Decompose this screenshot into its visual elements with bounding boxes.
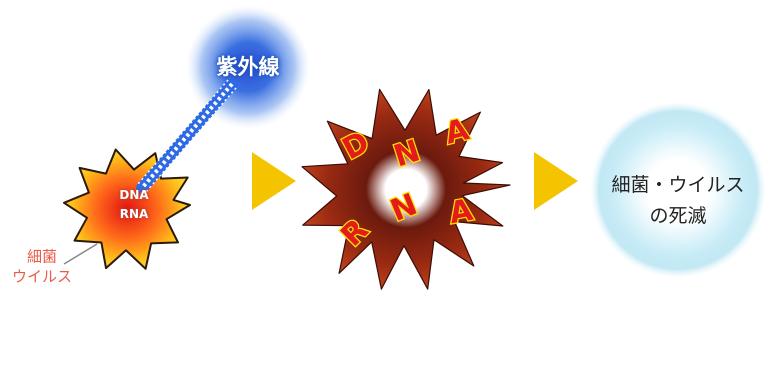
bacterium-caption-line2: ウイルス — [11, 267, 73, 285]
uv-beam — [136, 78, 238, 194]
result-label-line1: 細菌・ウイルス — [611, 174, 745, 196]
result-label-line2: の死滅 — [649, 205, 707, 228]
result-glow — [590, 102, 766, 278]
bacterium-caption-line1: 細菌 — [26, 247, 58, 266]
bacterium-caption: 細菌 ウイルス — [12, 248, 72, 287]
result-label: 細菌・ウイルス の死滅 — [568, 170, 771, 233]
arrow-right-1 — [252, 152, 296, 210]
bacterium-leader-line — [63, 243, 98, 265]
bacterium-rna-label: RNA — [119, 207, 149, 222]
arrow-right-2 — [534, 152, 578, 210]
bacterium-dna-label: DNA — [119, 188, 149, 203]
explosion-burst — [301, 88, 511, 290]
rna-letter-3: A — [447, 193, 477, 232]
uv-light-label: 紫外線 — [216, 54, 280, 79]
